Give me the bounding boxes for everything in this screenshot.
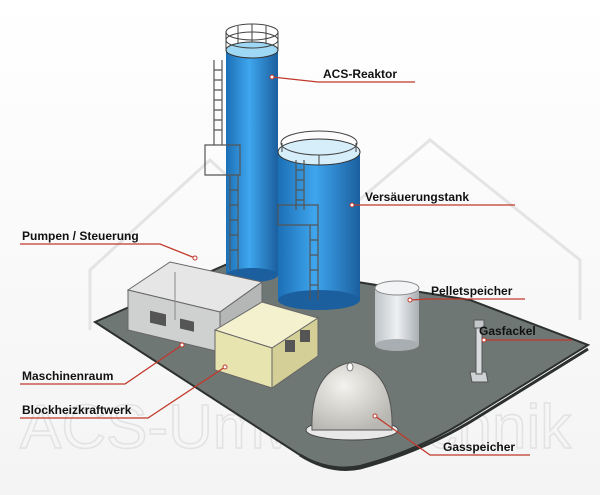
label-gasspeicher: Gasspeicher — [443, 440, 515, 454]
leader-endpoints — [179, 74, 487, 419]
acidification-tank — [277, 130, 361, 310]
chp-plant-building — [213, 301, 320, 389]
gas-storage-dome — [305, 361, 399, 441]
label-maschinenraum: Maschinenraum — [22, 369, 113, 383]
acs-reactor-tank — [204, 23, 279, 282]
label-pumpen-steuerung: Pumpen / Steuerung — [22, 229, 139, 243]
label-leaders — [20, 76, 572, 456]
platform-edge — [299, 347, 589, 471]
label-versaeuerungstank: Versäuerungstank — [365, 190, 469, 204]
gas-flare — [469, 319, 489, 383]
label-acs-reaktor: ACS-Reaktor — [323, 67, 397, 81]
label-gasfackel: Gasfackel — [479, 324, 536, 338]
label-pelletspeicher: Pelletspeicher — [431, 284, 513, 298]
tank-ladder — [277, 160, 319, 300]
label-blockheizkraftwerk: Blockheizkraftwerk — [22, 403, 132, 417]
reactor-ladder — [204, 60, 241, 270]
pellet-silo — [374, 280, 420, 351]
